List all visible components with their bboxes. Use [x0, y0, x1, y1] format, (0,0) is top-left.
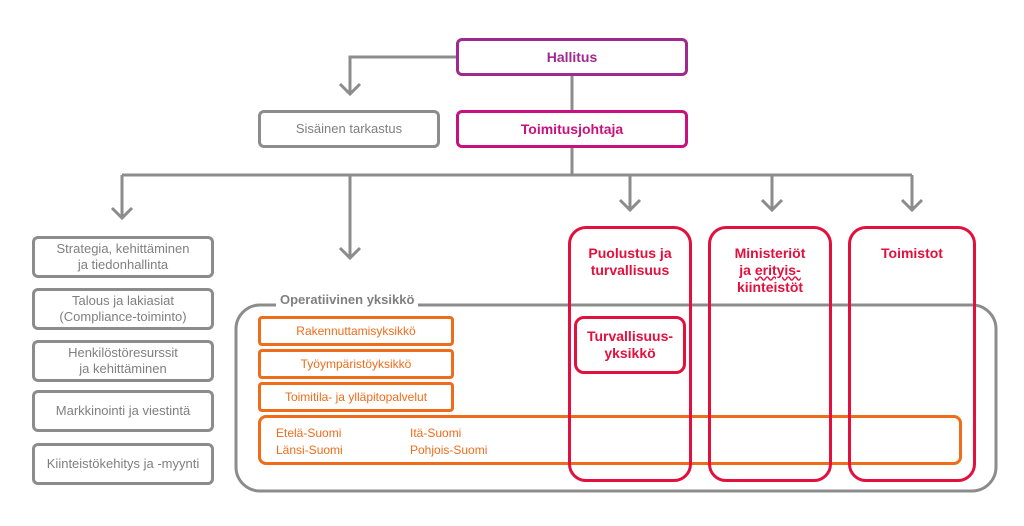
ministries-line-2: ja erityis-	[735, 262, 806, 279]
staff-marketing-box: Markkinointi ja viestintä	[32, 390, 214, 432]
regions-box	[258, 415, 962, 465]
region-east: Itä-Suomi	[410, 426, 462, 440]
ministries-line-2-word: erityis-	[754, 261, 801, 278]
staff-marketing-label: Markkinointi ja viestintä	[55, 403, 191, 419]
division-offices-label: Toimistot	[881, 245, 943, 261]
division-ministries-box: Ministeriöt ja erityis- kiinteistöt	[708, 226, 832, 482]
region-north: Pohjois-Suomi	[410, 443, 488, 457]
ceo-label: Toimitusjohtaja	[520, 120, 624, 137]
unit-facility-services-box: Toimitila- ja ylläpitopalvelut	[258, 382, 454, 412]
staff-hr-label: Henkilöstöresurssit ja kehittäminen	[68, 345, 178, 376]
security-unit-label: Turvallisuus- yksikkö	[586, 328, 674, 361]
operative-unit-frame	[234, 303, 998, 493]
ministries-line-2-pre: ja	[739, 261, 755, 278]
division-ministries-label: Ministeriöt ja erityis- kiinteistöt	[735, 245, 806, 295]
staff-strategy-box: Strategia, kehittäminen ja tiedonhallint…	[32, 236, 214, 278]
operative-unit-label: Operatiivinen yksikkö	[276, 292, 419, 307]
board-box: Hallitus	[456, 38, 688, 76]
staff-hr-box: Henkilöstöresurssit ja kehittäminen	[32, 340, 214, 382]
unit-workplace-label: Työympäristöyksikkö	[300, 356, 412, 371]
staff-strategy-label: Strategia, kehittäminen ja tiedonhallint…	[56, 241, 190, 272]
board-label: Hallitus	[546, 48, 598, 65]
internal-audit-box: Sisäinen tarkastus	[258, 110, 440, 148]
ministries-line-1: Ministeriöt	[734, 245, 806, 261]
staff-realestate-label: Kiinteistökehitys ja -myynti	[46, 456, 200, 472]
staff-finance-label: Talous ja lakiasiat (Compliance-toiminto…	[59, 293, 187, 324]
unit-construction-box: Rakennuttamisyksikkö	[258, 316, 454, 346]
unit-construction-label: Rakennuttamisyksikkö	[296, 323, 416, 338]
division-defence-label: Puolustus ja turvallisuus	[588, 245, 672, 278]
unit-facility-services-label: Toimitila- ja ylläpitopalvelut	[284, 389, 428, 404]
staff-realestate-box: Kiinteistökehitys ja -myynti	[32, 443, 214, 485]
internal-audit-label: Sisäinen tarkastus	[295, 121, 403, 137]
ceo-box: Toimitusjohtaja	[456, 110, 688, 148]
ministries-line-3: kiinteistöt	[736, 278, 804, 295]
region-south: Etelä-Suomi	[276, 426, 342, 440]
staff-finance-box: Talous ja lakiasiat (Compliance-toiminto…	[32, 288, 214, 330]
security-unit-box: Turvallisuus- yksikkö	[574, 316, 686, 374]
division-offices-box: Toimistot	[848, 226, 976, 482]
division-defence-box: Puolustus ja turvallisuus	[568, 226, 692, 482]
region-west: Länsi-Suomi	[276, 443, 343, 457]
unit-workplace-box: Työympäristöyksikkö	[258, 349, 454, 379]
